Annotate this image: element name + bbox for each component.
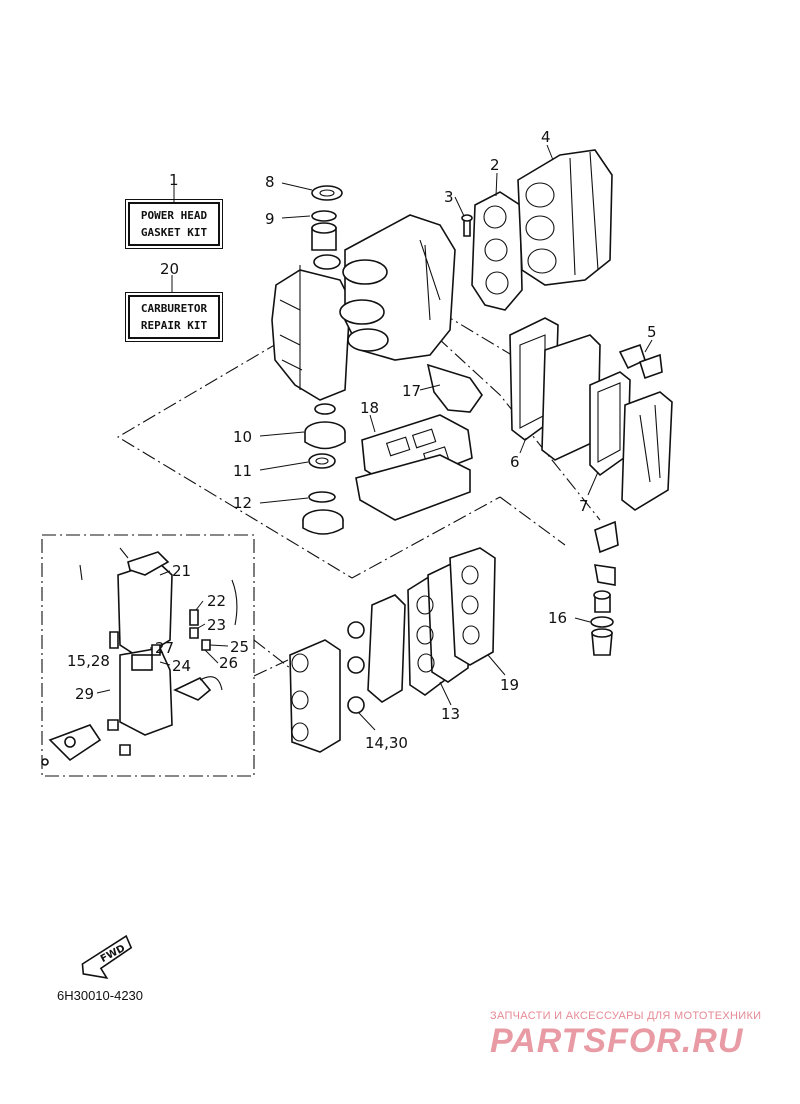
cylinder-block [339,214,483,413]
head-gasket-2 [471,191,523,311]
callout-25: 25 [230,638,249,656]
kit-box-power-head-gasket: POWER HEAD GASKET KIT [125,199,223,249]
callout-1: 1 [169,171,179,189]
watermark-logo: PARTSFOR.RU [490,1022,744,1060]
exhaust-cover [621,391,673,511]
kit-20-line1: CARBURETOR [140,302,208,315]
forward-arrow-icon [81,934,133,980]
kit-1-line1: POWER HEAD [140,209,208,222]
reed-valve-13 [407,547,496,696]
kit-box-carburetor-repair: CARBURETOR REPAIR KIT [125,292,223,342]
callout-17: 17 [402,382,421,400]
diagram-code: 6H30010-4230 [57,988,144,1003]
intake-silencer [289,639,341,753]
callout-29: 29 [75,685,94,703]
oil-seal-11 [308,453,336,469]
o-ring-9 [311,210,337,222]
callout-19: 19 [500,676,519,694]
cylinder-head-4 [517,149,613,286]
callout-12: 12 [233,494,252,512]
gasket-18 [355,414,473,521]
kit-1-line2: GASKET KIT [140,226,208,239]
callout-11: 11 [233,462,252,480]
callout-15-28: 15,28 [67,652,110,670]
callout-5: 5 [647,323,657,341]
callout-16: 16 [548,609,567,627]
exhaust-gasket-7 [589,371,631,477]
crankcase-half [271,254,351,401]
callout-4: 4 [541,128,551,146]
watermark-tagline: ЗАПЧАСТИ И АКСЕССУАРЫ ДЛЯ МОТОТЕХНИКИ [490,1010,762,1022]
carburetor [41,547,238,766]
callout-8: 8 [265,173,275,191]
o-ring-12 [308,491,336,503]
callout-21: 21 [172,562,191,580]
callout-13: 13 [441,705,460,723]
callout-9: 9 [265,210,275,228]
gasket-14 [347,621,365,639]
callout-7: 7 [579,497,589,515]
callout-22: 22 [207,592,226,610]
callout-2: 2 [490,156,500,174]
kit-20-line2: REPAIR KIT [140,319,208,332]
callout-23: 23 [207,616,226,634]
oil-seal-8 [311,185,343,201]
callout-27: 27 [155,639,174,657]
carburetor-group-box [41,534,255,777]
callout-3: 3 [444,188,454,206]
callout-14-30: 14,30 [365,734,408,752]
callout-26: 26 [219,654,238,672]
callout-24: 24 [172,657,191,675]
callout-18: 18 [360,399,379,417]
callout-20: 20 [160,260,179,278]
callout-10: 10 [233,428,252,446]
callout-6: 6 [510,453,520,471]
